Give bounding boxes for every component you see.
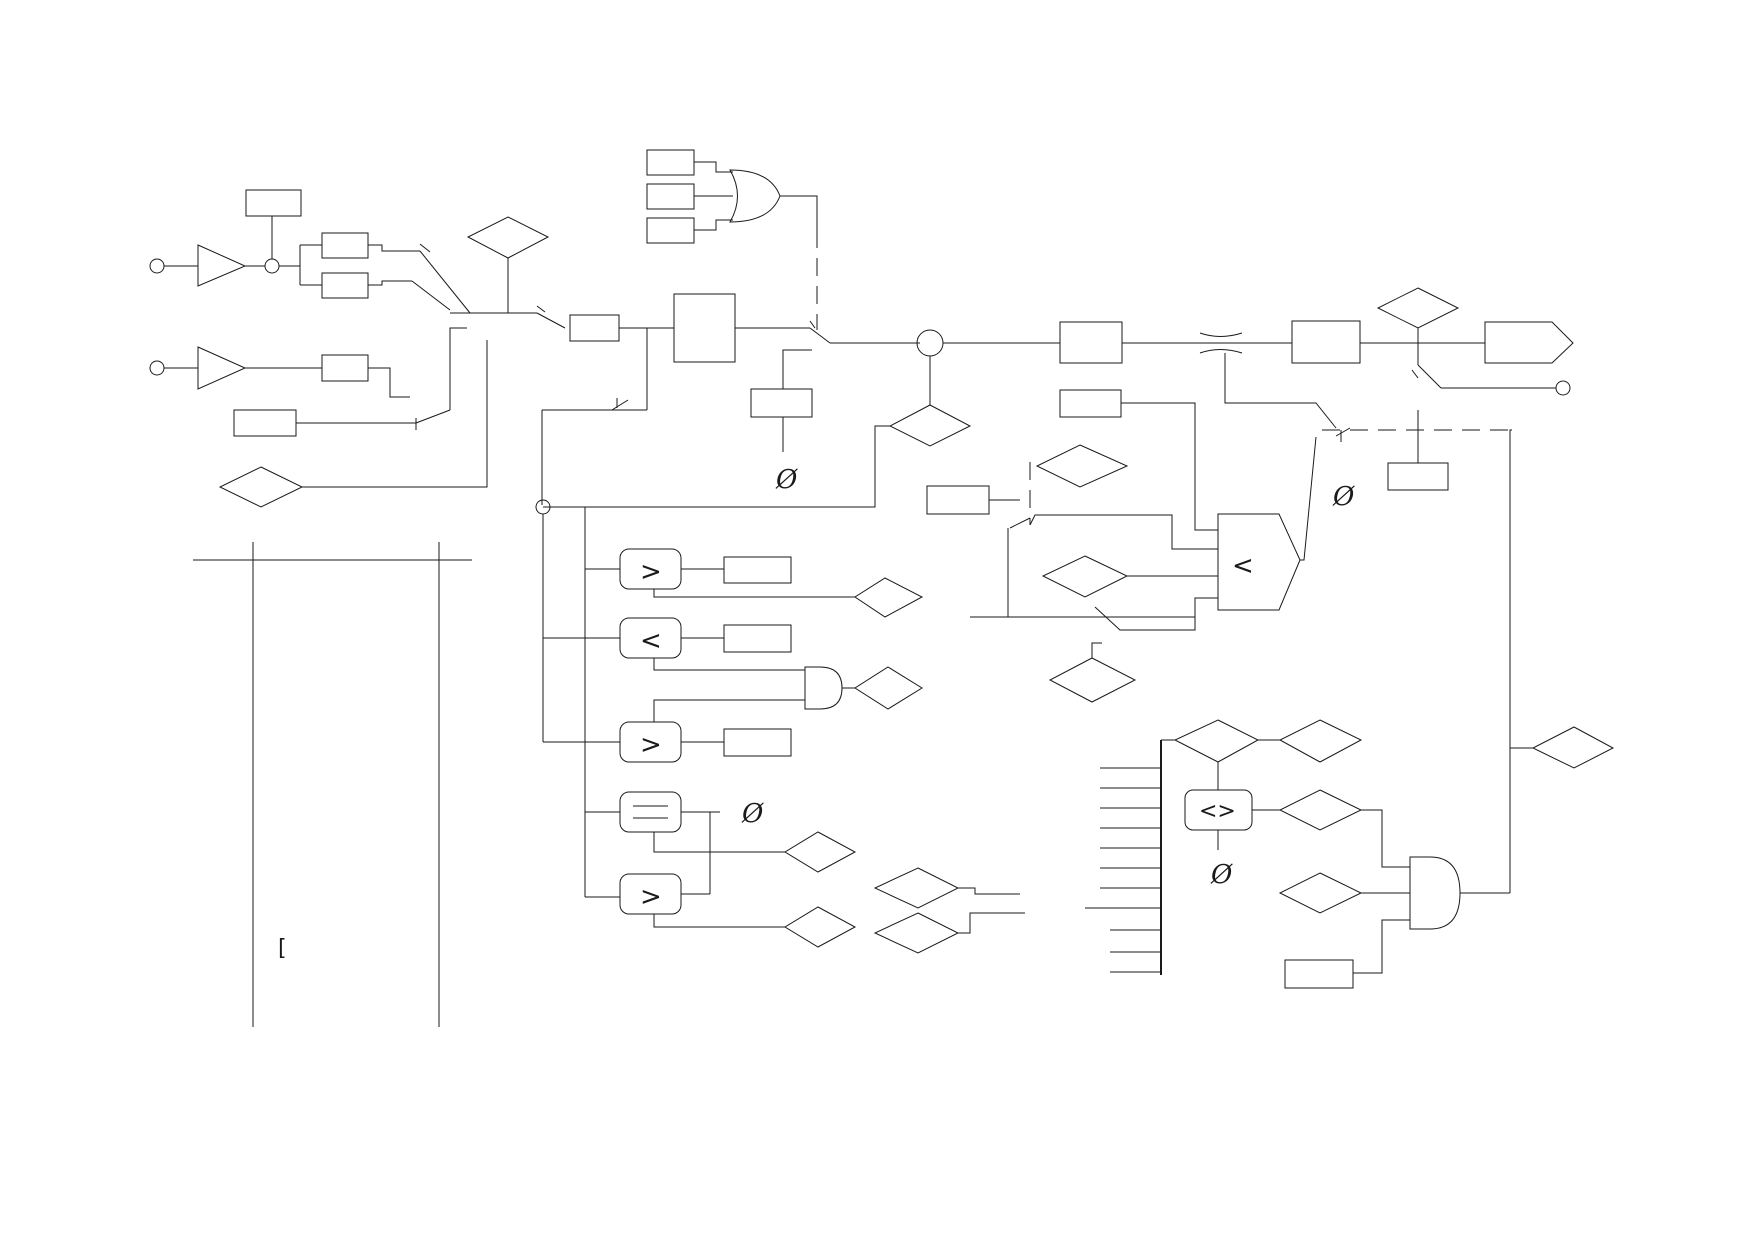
decision-diamond-c3 bbox=[784, 831, 857, 873]
switch-contact-5 bbox=[1417, 364, 1442, 389]
decision-diamond-c6 bbox=[873, 912, 960, 954]
output-terminal bbox=[1555, 380, 1571, 396]
bus-section: <> Ø bbox=[1085, 719, 1510, 989]
decision-diamond-b3 bbox=[1278, 789, 1363, 831]
junction-circle-main bbox=[916, 329, 944, 357]
main-block bbox=[673, 293, 736, 363]
output-box-2 bbox=[723, 624, 792, 653]
switch-contact-2 bbox=[415, 409, 451, 424]
gt-symbol-3: > bbox=[640, 882, 662, 912]
relay-box-3 bbox=[321, 354, 369, 382]
lt-gate-section: Ø < bbox=[926, 321, 1355, 703]
comparator-eq bbox=[619, 791, 682, 833]
label-box-left bbox=[233, 409, 297, 437]
label-box-top bbox=[245, 189, 302, 217]
label-box-b1 bbox=[1284, 959, 1354, 989]
relay-box-1 bbox=[321, 232, 369, 259]
input-section bbox=[149, 189, 674, 508]
or-input-box-2 bbox=[646, 183, 695, 210]
relay-box-2 bbox=[321, 272, 369, 299]
junction-node-1 bbox=[264, 258, 280, 274]
relay-box-4 bbox=[569, 314, 620, 342]
decision-diamond-r3 bbox=[1048, 657, 1137, 703]
coil-box bbox=[750, 388, 813, 418]
comparator-section: > < > Ø > bbox=[535, 499, 1025, 954]
decision-diamond-left bbox=[218, 466, 304, 508]
capacitor-bottom bbox=[1199, 349, 1243, 354]
lt-symbol-gate: < bbox=[1232, 551, 1254, 581]
block-r2 bbox=[1291, 320, 1361, 364]
null-symbol-4: Ø bbox=[1210, 860, 1233, 890]
decision-diamond-b4 bbox=[1278, 872, 1363, 914]
decision-diamond-r1 bbox=[1035, 444, 1129, 488]
block-r1 bbox=[1059, 321, 1123, 364]
switch-contact-3 bbox=[536, 312, 566, 329]
and-gate-small bbox=[804, 666, 843, 710]
rail-section: [ bbox=[193, 542, 472, 1027]
center-block-section: Ø bbox=[541, 293, 972, 508]
gt-symbol-1: > bbox=[640, 557, 662, 587]
decision-diamond-b1 bbox=[1173, 719, 1260, 763]
label-box-r3 bbox=[1387, 462, 1449, 491]
decision-diamond-c1 bbox=[854, 577, 924, 618]
switch-contact-1 bbox=[419, 250, 471, 314]
switch-contact-4 bbox=[809, 327, 831, 344]
or-gate bbox=[729, 169, 781, 223]
input-terminal-1 bbox=[149, 258, 165, 274]
decision-diamond-center bbox=[888, 404, 972, 447]
and-gate-large bbox=[1409, 856, 1461, 930]
or-input-box-3 bbox=[646, 217, 695, 244]
gt-symbol-2: > bbox=[640, 730, 662, 760]
label-box-r1 bbox=[1059, 389, 1122, 418]
output-box-1 bbox=[723, 556, 792, 584]
lt-gate bbox=[1217, 513, 1301, 611]
output-connector bbox=[1484, 321, 1574, 364]
or-gate-section bbox=[646, 149, 818, 330]
decision-diamond-c4 bbox=[784, 906, 857, 948]
buffer-triangle-2 bbox=[197, 346, 247, 390]
capacitor-top bbox=[1199, 332, 1243, 337]
input-terminal-2 bbox=[149, 360, 165, 376]
lt-symbol-1: < bbox=[640, 626, 662, 656]
decision-diamond-r2 bbox=[1041, 555, 1129, 598]
label-box-r2 bbox=[926, 485, 990, 515]
null-symbol-2: Ø bbox=[741, 799, 764, 829]
decision-diamond-b2 bbox=[1278, 719, 1363, 763]
output-section bbox=[1291, 287, 1615, 893]
or-input-box-1 bbox=[646, 149, 695, 176]
decision-diamond-c5 bbox=[873, 867, 960, 909]
decision-diamond-c2 bbox=[854, 666, 923, 710]
bracket-symbol: [ bbox=[278, 936, 287, 961]
decision-diamond-top bbox=[466, 216, 550, 259]
decision-diamond-r4 bbox=[1376, 287, 1460, 329]
output-box-3 bbox=[723, 728, 792, 757]
null-symbol-1: Ø bbox=[775, 465, 798, 495]
decision-diamond-r5 bbox=[1531, 726, 1615, 769]
null-symbol-3: Ø bbox=[1332, 482, 1355, 512]
ne-symbol: <> bbox=[1199, 799, 1236, 824]
buffer-triangle-1 bbox=[197, 244, 247, 287]
